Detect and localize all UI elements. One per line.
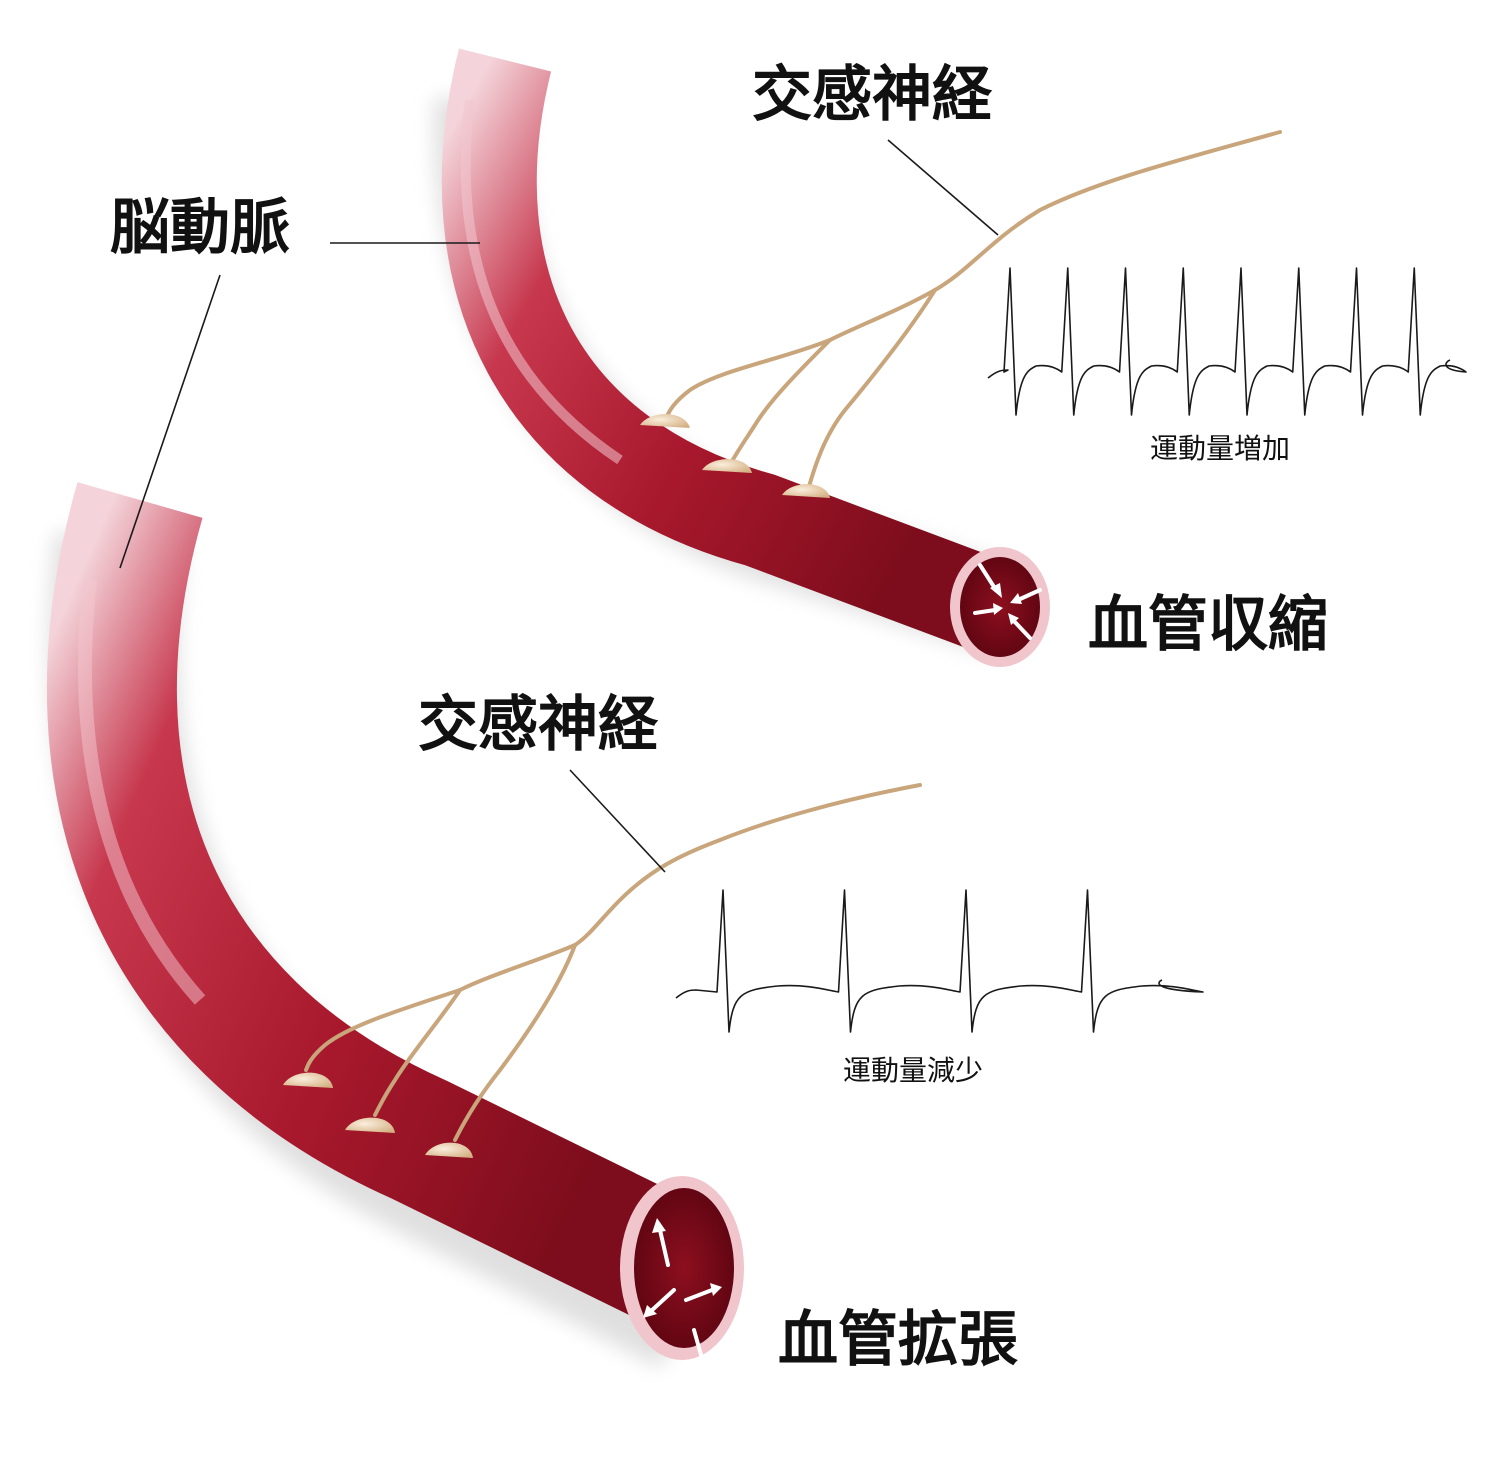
label-vasoconstriction: 血管収縮 [1088,590,1328,660]
label-sympathetic-nerve-bottom: 交感神経 [418,690,659,760]
top-vessel-highlight [460,99,623,465]
bottom-vessel-lumen [634,1188,734,1348]
top-vessel [434,48,1050,667]
label-vasodilation: 血管拡張 [778,1305,1018,1375]
ecg-trace-bottom [675,889,1204,1033]
label-sympathetic-nerve-top: 交感神経 [752,60,993,130]
synapse-bottom-3 [425,1142,473,1158]
synapse-top-2 [702,459,752,473]
synapse-top-3 [782,484,830,498]
synapse-bottom-2 [345,1117,395,1133]
top-vessel-tube [441,48,1017,655]
dilation-arrows [643,1218,722,1373]
bottom-vessel-highlight [77,579,206,1005]
ecg-trace-top [987,267,1467,416]
bottom-vessel-tube [46,482,714,1329]
label-activity-decrease: 運動量減少 [843,1054,983,1087]
synapse-top-1 [640,414,690,428]
bottom-sympathetic-nerve [283,783,922,1158]
constriction-arrows [973,563,1042,640]
label-cerebral-artery: 脳動脈 [110,193,290,263]
leader-cerebral-artery-bottom [119,274,221,569]
label-activity-increase: 運動量増加 [1150,432,1290,465]
top-sympathetic-nerve [640,130,1282,498]
leader-nerve-top [887,139,999,236]
bottom-vessel [46,482,744,1373]
synapse-bottom-1 [283,1072,333,1088]
leader-nerve-bottom [569,769,666,873]
